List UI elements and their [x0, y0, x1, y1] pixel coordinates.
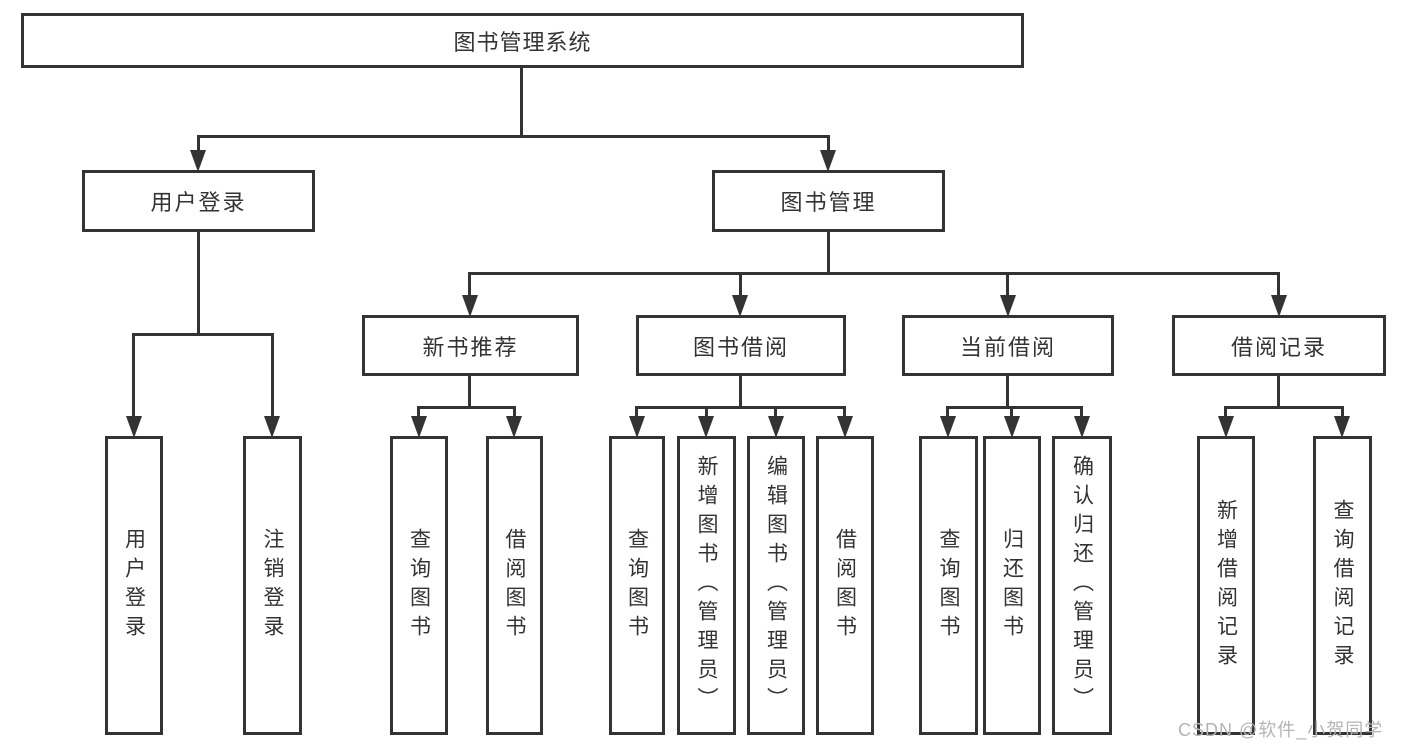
- connector-hline: [946, 406, 1083, 409]
- connector-vline: [197, 232, 200, 336]
- arrow-down-icon: [1004, 416, 1020, 438]
- connector-vline: [513, 406, 516, 420]
- leaf-add-books-admin: 新增图书（管理员）: [677, 436, 736, 735]
- arrow-down-icon: [940, 416, 956, 438]
- leaf-return-books: 归还图书: [983, 436, 1041, 735]
- arrow-down-icon: [126, 416, 142, 438]
- leaf-confirm-return-admin: 确认归还（管理员）: [1052, 436, 1112, 735]
- arrow-down-icon: [820, 150, 836, 172]
- node-label: 新书推荐: [422, 334, 519, 360]
- arrow-down-icon: [190, 150, 206, 172]
- connector-vline: [1006, 376, 1009, 409]
- node-label: 查询借阅记录: [1331, 498, 1354, 673]
- connector-vline: [1277, 376, 1280, 409]
- node-root-system: 图书管理系统: [21, 13, 1024, 68]
- connector-vline: [468, 272, 471, 300]
- arrow-down-icon: [768, 416, 784, 438]
- connector-hline: [468, 272, 1280, 275]
- arrow-down-icon: [462, 295, 478, 317]
- arrow-down-icon: [1271, 295, 1287, 317]
- node-user-login: 用户登录: [82, 170, 315, 232]
- connector-vline: [197, 135, 200, 155]
- leaf-user-login: 用户登录: [105, 436, 163, 735]
- connector-vline: [827, 135, 830, 155]
- connector-vline: [468, 376, 471, 409]
- node-label: 确认归还（管理员）: [1070, 455, 1094, 716]
- connector-vline: [946, 406, 949, 420]
- connector-hline: [417, 406, 516, 409]
- watermark: CSDN @软件_小贺同学: [1178, 720, 1384, 740]
- node-book-management: 图书管理: [712, 170, 945, 232]
- arrow-down-icon: [264, 416, 280, 438]
- connector-vline: [843, 406, 846, 420]
- connector-vline: [635, 406, 638, 420]
- node-label: 用户登录: [150, 190, 247, 215]
- node-book-borrowing: 图书借阅: [636, 315, 846, 376]
- arrow-down-icon: [506, 416, 522, 438]
- arrow-down-icon: [1334, 416, 1350, 438]
- arrow-down-icon: [411, 416, 427, 438]
- arrow-down-icon: [1074, 416, 1090, 438]
- connector-vline: [132, 333, 135, 420]
- node-current-borrowing: 当前借阅: [902, 315, 1114, 376]
- arrow-down-icon: [837, 416, 853, 438]
- connector-vline: [271, 333, 274, 420]
- connector-hline: [132, 333, 274, 336]
- connector-hline: [197, 135, 830, 138]
- connector-vline: [1224, 406, 1227, 420]
- connector-vline: [739, 376, 742, 409]
- node-new-book-recommend: 新书推荐: [362, 315, 579, 376]
- node-label: 图书管理: [780, 190, 877, 215]
- connector-hline: [635, 406, 846, 409]
- connector-vline: [520, 68, 523, 138]
- connector-vline: [705, 406, 708, 420]
- leaf-query-books-recommend: 查询图书: [390, 436, 448, 735]
- connector-vline: [417, 406, 420, 420]
- node-label: 归还图书: [1000, 527, 1024, 644]
- node-label: 查询图书: [625, 527, 649, 644]
- node-label: 借阅记录: [1230, 334, 1327, 360]
- arrow-down-icon: [698, 416, 714, 438]
- leaf-query-borrow-record: 查询借阅记录: [1313, 436, 1372, 735]
- connector-vline: [827, 232, 830, 275]
- leaf-borrow-books-recommend: 借阅图书: [486, 436, 543, 735]
- connector-vline: [774, 406, 777, 420]
- node-label: 编辑图书（管理员）: [764, 455, 788, 716]
- arrow-down-icon: [629, 416, 645, 438]
- node-label: 新增借阅记录: [1214, 498, 1238, 673]
- arrow-down-icon: [1218, 416, 1234, 438]
- leaf-borrow-books: 借阅图书: [816, 436, 874, 735]
- connector-vline: [1010, 406, 1013, 420]
- node-label: 新增图书（管理员）: [695, 455, 718, 716]
- arrow-down-icon: [1000, 295, 1016, 317]
- leaf-add-borrow-record: 新增借阅记录: [1197, 436, 1255, 735]
- leaf-edit-books-admin: 编辑图书（管理员）: [747, 436, 805, 735]
- connector-vline: [739, 272, 742, 300]
- connector-vline: [1006, 272, 1009, 300]
- arrow-down-icon: [732, 295, 748, 317]
- node-label: 当前借阅: [959, 334, 1056, 360]
- node-label: 借阅图书: [503, 527, 526, 644]
- node-label: 图书管理系统: [453, 29, 592, 55]
- leaf-logout: 注销登录: [243, 436, 302, 735]
- connector-vline: [1080, 406, 1083, 420]
- node-label: 注销登录: [261, 527, 284, 644]
- node-label: 查询图书: [937, 527, 960, 644]
- node-label: 用户登录: [122, 527, 146, 644]
- connector-hline: [1224, 406, 1344, 409]
- node-label: 借阅图书: [833, 527, 857, 644]
- leaf-query-books-current: 查询图书: [919, 436, 978, 735]
- node-label: 图书借阅: [692, 334, 789, 360]
- connector-vline: [1341, 406, 1344, 420]
- connector-vline: [1277, 272, 1280, 300]
- leaf-query-books-borrowing: 查询图书: [609, 436, 665, 735]
- node-borrowing-records: 借阅记录: [1172, 315, 1386, 376]
- node-label: 查询图书: [407, 527, 431, 644]
